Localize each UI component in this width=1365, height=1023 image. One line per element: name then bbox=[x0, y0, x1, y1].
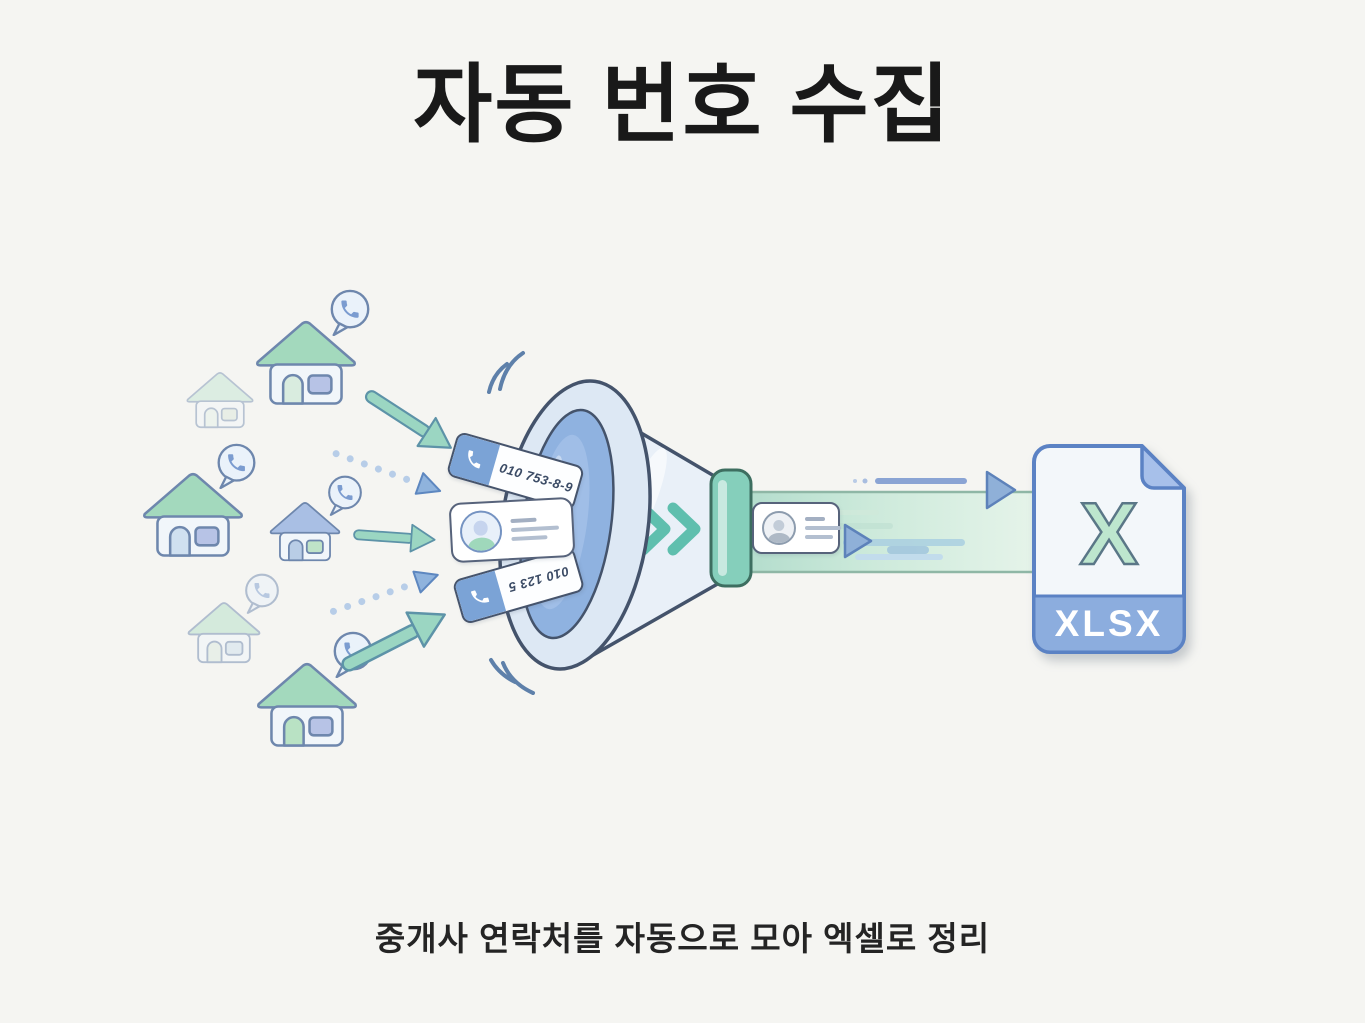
contact-card-lines bbox=[510, 517, 560, 542]
phone-bubble-icon bbox=[325, 474, 365, 516]
phone-bubble-icon bbox=[327, 288, 373, 336]
phone-tag: 010 753-8-9 bbox=[445, 430, 586, 512]
phone-icon bbox=[448, 433, 501, 486]
phone-icon bbox=[454, 570, 507, 623]
funnel-collar bbox=[709, 468, 753, 588]
arrowhead-icon bbox=[412, 570, 439, 594]
dotted-arrow-icon bbox=[328, 439, 447, 505]
avatar-icon bbox=[762, 511, 796, 545]
folded-corner bbox=[1140, 444, 1186, 490]
phone-bubble-icon bbox=[242, 572, 282, 614]
contact-card-lines bbox=[805, 517, 841, 539]
xlsx-file-icon: X XLSX bbox=[1032, 444, 1186, 654]
arrowhead-icon bbox=[985, 470, 1017, 510]
flow-arrow-icon bbox=[350, 512, 438, 562]
page-subtitle: 중개사 연락처를 자동으로 모아 엑셀로 정리 bbox=[374, 920, 991, 957]
file-label-band bbox=[1032, 594, 1186, 654]
house-icon bbox=[186, 370, 254, 429]
motion-arcs bbox=[487, 351, 535, 695]
excel-x-letter: X bbox=[1080, 484, 1139, 583]
avatar-icon bbox=[458, 509, 504, 554]
file-extension-label: XLSX bbox=[1055, 603, 1164, 644]
arrowhead-icon bbox=[843, 523, 873, 559]
phone-tag: 010 123 5 bbox=[451, 546, 586, 626]
arrowhead-icon bbox=[414, 472, 442, 495]
phone-bubble-icon bbox=[214, 442, 259, 489]
dotted-arrow-icon bbox=[325, 561, 444, 625]
contact-card-icon bbox=[448, 496, 576, 564]
speed-line bbox=[875, 478, 967, 484]
contact-card-icon bbox=[752, 502, 841, 554]
page-title: 자동 번호 수집 bbox=[413, 57, 952, 153]
